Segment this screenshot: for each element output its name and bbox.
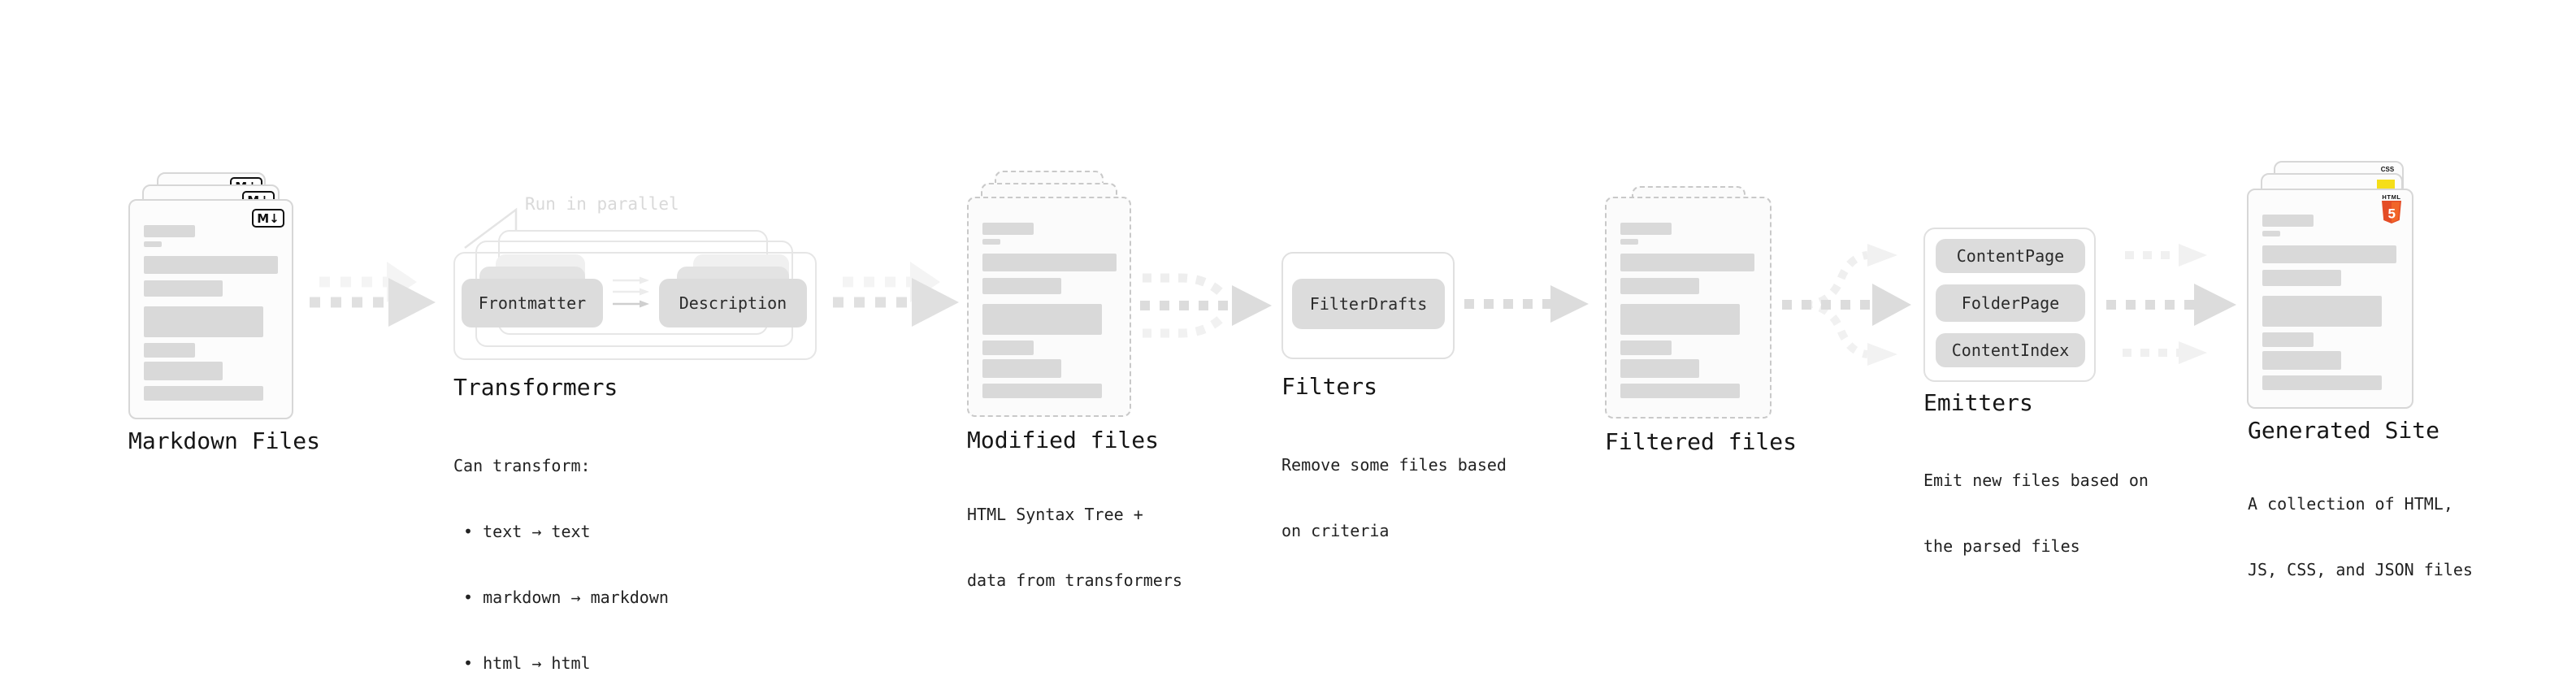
transformers-description-line: Can transform: xyxy=(453,456,591,475)
generated-file-card-front: HTML 5 xyxy=(2247,189,2413,409)
transformers-description: Can transform: • text → text • markdown … xyxy=(453,411,669,681)
text-placeholder-bar xyxy=(2262,215,2314,227)
html5-shield: 5 xyxy=(2382,201,2401,223)
generated-site-description: A collection of HTML, JS, CSS, and JSON … xyxy=(2248,449,2473,625)
markdown-icon: M↓ xyxy=(252,209,284,228)
text-placeholder-bar xyxy=(1620,340,1672,355)
text-placeholder-bar xyxy=(1620,254,1754,271)
frontmatter-transformer-pill: Frontmatter xyxy=(462,279,603,327)
text-placeholder-bar xyxy=(1620,239,1638,245)
modified-file-card-front xyxy=(967,197,1131,417)
emitters-label: Emitters xyxy=(1923,389,2033,416)
text-placeholder-bar xyxy=(982,384,1102,398)
text-placeholder-bar xyxy=(982,239,1000,245)
css-icon-label: CSS xyxy=(2380,166,2395,173)
filters-description: Remove some files based on criteria xyxy=(1281,410,1507,586)
contentpage-emitter-pill: ContentPage xyxy=(1936,239,2085,273)
text-placeholder-bar xyxy=(2262,231,2280,236)
transformers-label: Transformers xyxy=(453,374,618,401)
text-placeholder-bar xyxy=(144,343,195,358)
filtered-files-stack xyxy=(1605,186,1776,422)
arrow-emitters-to-generated xyxy=(2106,244,2236,364)
text-placeholder-bar xyxy=(982,340,1034,355)
arrow-modified-to-filters xyxy=(1140,273,1272,338)
arrow-markdown-to-transformers xyxy=(310,262,436,327)
text-placeholder-bar xyxy=(2262,375,2382,390)
arrow-filters-to-filtered xyxy=(1464,285,1589,323)
generated-site-description-line: A collection of HTML, xyxy=(2248,494,2453,514)
text-placeholder-bar xyxy=(982,254,1117,271)
html5-icon: HTML 5 xyxy=(2381,194,2402,228)
text-placeholder-bar xyxy=(1620,359,1699,378)
text-placeholder-bar xyxy=(144,225,195,237)
emitters-description-line: the parsed files xyxy=(1923,536,2080,556)
filterdrafts-pill: FilterDrafts xyxy=(1292,279,1445,329)
modified-files-stack xyxy=(967,171,1138,423)
text-placeholder-bar xyxy=(982,278,1061,294)
text-placeholder-bar xyxy=(144,386,263,401)
markdown-files-stack: M↓ M↓ M↓ xyxy=(128,172,299,424)
modified-files-description: HTML Syntax Tree + data from transformer… xyxy=(967,460,1182,635)
text-placeholder-bar xyxy=(2262,270,2341,286)
text-placeholder-bar xyxy=(144,241,162,247)
text-placeholder-bar xyxy=(144,306,263,337)
transformers-description-line: • html → html xyxy=(453,653,591,673)
transformer-box-front xyxy=(453,252,817,360)
text-placeholder-bar xyxy=(1620,223,1672,235)
text-placeholder-bar xyxy=(982,359,1061,378)
annotation-callout-line xyxy=(464,207,518,249)
html5-shield-number: 5 xyxy=(2387,206,2395,222)
text-placeholder-bar xyxy=(1620,304,1740,335)
generated-site-stack: CSS HTML 5 xyxy=(2247,161,2419,413)
filtered-file-card-front xyxy=(1605,197,1772,419)
filters-description-line: on criteria xyxy=(1281,521,1390,540)
text-placeholder-bar xyxy=(982,304,1102,335)
markdown-file-card-front: M↓ xyxy=(128,199,293,419)
modified-files-description-line: HTML Syntax Tree + xyxy=(967,505,1143,524)
arrow-transformers-to-modified xyxy=(833,262,959,327)
transformers-description-line: • markdown → markdown xyxy=(453,588,669,607)
text-placeholder-bar xyxy=(2262,245,2396,263)
text-placeholder-bar xyxy=(2262,332,2314,347)
contentindex-emitter-pill: ContentIndex xyxy=(1936,333,2085,367)
text-placeholder-bar xyxy=(1620,384,1740,398)
filters-label: Filters xyxy=(1281,373,1378,400)
parallel-arrows-icon xyxy=(613,276,649,308)
text-placeholder-bar xyxy=(144,256,278,274)
markdown-files-label: Markdown Files xyxy=(128,427,321,454)
filters-description-line: Remove some files based xyxy=(1281,455,1507,475)
description-transformer-pill: Description xyxy=(659,279,807,327)
transformers-description-line: • text → text xyxy=(453,522,591,541)
modified-files-description-line: data from transformers xyxy=(967,570,1182,590)
text-placeholder-bar xyxy=(1620,278,1699,294)
text-placeholder-bar xyxy=(144,362,223,380)
run-in-parallel-annotation: Run in parallel xyxy=(525,194,679,214)
modified-files-label: Modified files xyxy=(967,427,1160,453)
text-placeholder-bar xyxy=(2262,351,2341,370)
filtered-files-label: Filtered files xyxy=(1605,428,1798,455)
emitters-box: ContentPage FolderPage ContentIndex xyxy=(1923,228,2096,382)
emitters-description: Emit new files based on the parsed files xyxy=(1923,426,2149,601)
text-placeholder-bar xyxy=(144,280,223,297)
text-placeholder-bar xyxy=(2262,296,2382,327)
generated-site-description-line: JS, CSS, and JSON files xyxy=(2248,560,2473,579)
arrow-filtered-to-emitters xyxy=(1782,244,1911,366)
generated-site-label: Generated Site xyxy=(2248,417,2440,444)
folderpage-emitter-pill: FolderPage xyxy=(1936,284,2085,322)
emitters-description-line: Emit new files based on xyxy=(1923,471,2149,490)
javascript-icon xyxy=(2377,180,2395,189)
html5-icon-label: HTML xyxy=(2382,193,2401,201)
text-placeholder-bar xyxy=(982,223,1034,235)
